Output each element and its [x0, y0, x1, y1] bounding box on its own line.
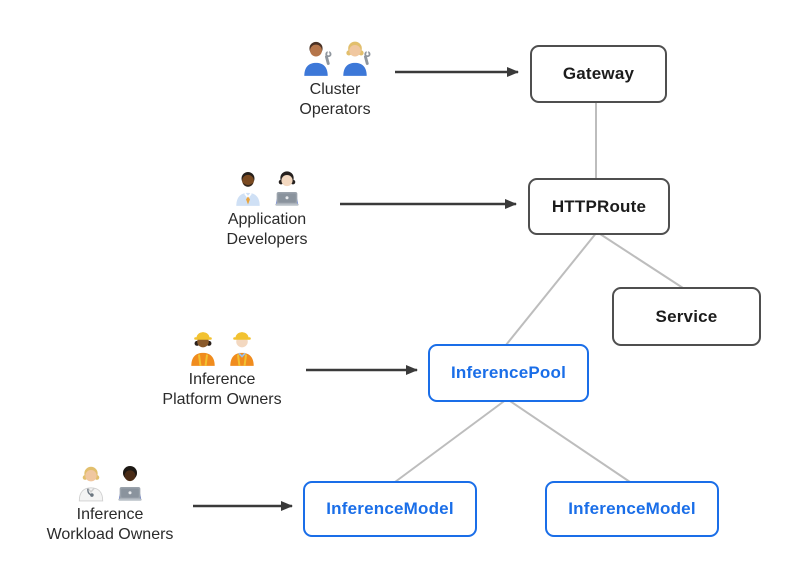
woman-mechanic-icon	[337, 36, 373, 78]
application-developers-icons	[167, 166, 367, 208]
inference-workload-owners-icons	[10, 461, 210, 503]
inference-platform-owners-label: Inference Platform Owners	[122, 370, 322, 410]
person-technologist-icon	[112, 461, 148, 503]
inference-workload-owners-label: Inference Workload Owners	[10, 505, 210, 545]
actor-label-line: Inference	[188, 371, 256, 388]
application-developers-label: Application Developers	[167, 210, 367, 250]
node-inferencemodel-right: InferenceModel	[545, 481, 719, 537]
node-service: Service	[612, 287, 761, 346]
actor-label-line: Developers	[226, 231, 308, 248]
actor-label-line: Inference	[76, 506, 144, 523]
man-office-worker-icon	[230, 166, 266, 208]
actor-label-line: Application	[227, 211, 307, 228]
actor-label-line: Cluster	[309, 81, 361, 98]
cluster-operators-icons	[235, 36, 435, 78]
actor-inference-platform-owners: Inference Platform Owners	[122, 326, 322, 410]
edge-inferencepool-inferencemodel-right	[506, 398, 631, 483]
node-httproute: HTTPRoute	[528, 178, 670, 235]
edge-httproute-service	[596, 231, 684, 289]
actor-label-line: Workload Owners	[46, 526, 174, 543]
inference-platform-owners-icons	[122, 326, 322, 368]
actor-label-line: Platform Owners	[162, 391, 282, 408]
node-inferencepool: InferencePool	[428, 344, 589, 402]
health-worker-icon	[73, 461, 109, 503]
edge-httproute-inferencepool	[505, 231, 598, 346]
man-construction-worker-icon	[224, 326, 260, 368]
woman-technologist-icon	[269, 166, 305, 208]
node-inferencemodel-left: InferenceModel	[303, 481, 477, 537]
woman-construction-worker-icon	[185, 326, 221, 368]
actor-inference-workload-owners: Inference Workload Owners	[10, 461, 210, 545]
actor-label-line: Operators	[299, 101, 371, 118]
actor-cluster-operators: Cluster Operators	[235, 36, 435, 120]
actor-application-developers: Application Developers	[167, 166, 367, 250]
node-gateway: Gateway	[530, 45, 667, 103]
edge-inferencepool-inferencemodel-left	[394, 398, 508, 483]
man-mechanic-icon	[298, 36, 334, 78]
cluster-operators-label: Cluster Operators	[235, 80, 435, 120]
